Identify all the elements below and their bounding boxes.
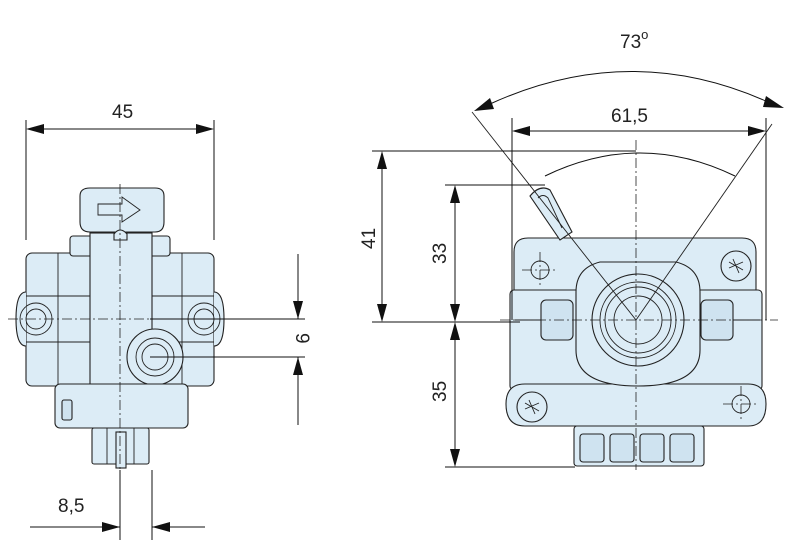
dim-33-label: 33	[430, 243, 451, 264]
dim-73-unit: o	[641, 27, 648, 42]
dim-45-label: 45	[112, 102, 133, 123]
dim-9-label: 9	[291, 333, 312, 344]
direction-arrow-icon	[97, 196, 141, 223]
lever-handle	[529, 187, 573, 241]
side-lower-housing	[54, 383, 189, 429]
dim-73-label: 73o	[620, 27, 648, 53]
dim-35-label: 35	[430, 381, 451, 402]
dim-8-5-label: 8,5	[58, 496, 84, 517]
side-knob-nose	[113, 229, 128, 241]
side-pin	[115, 431, 127, 469]
dim-61-5-label: 61,5	[611, 106, 648, 127]
side-view: 45 9 8,5	[8, 102, 312, 540]
side-knob	[79, 187, 165, 233]
dim-41-label: 41	[359, 228, 380, 249]
front-view: 73o 61,5 41 33 35	[359, 27, 784, 470]
dim-73-value: 73	[620, 32, 641, 53]
